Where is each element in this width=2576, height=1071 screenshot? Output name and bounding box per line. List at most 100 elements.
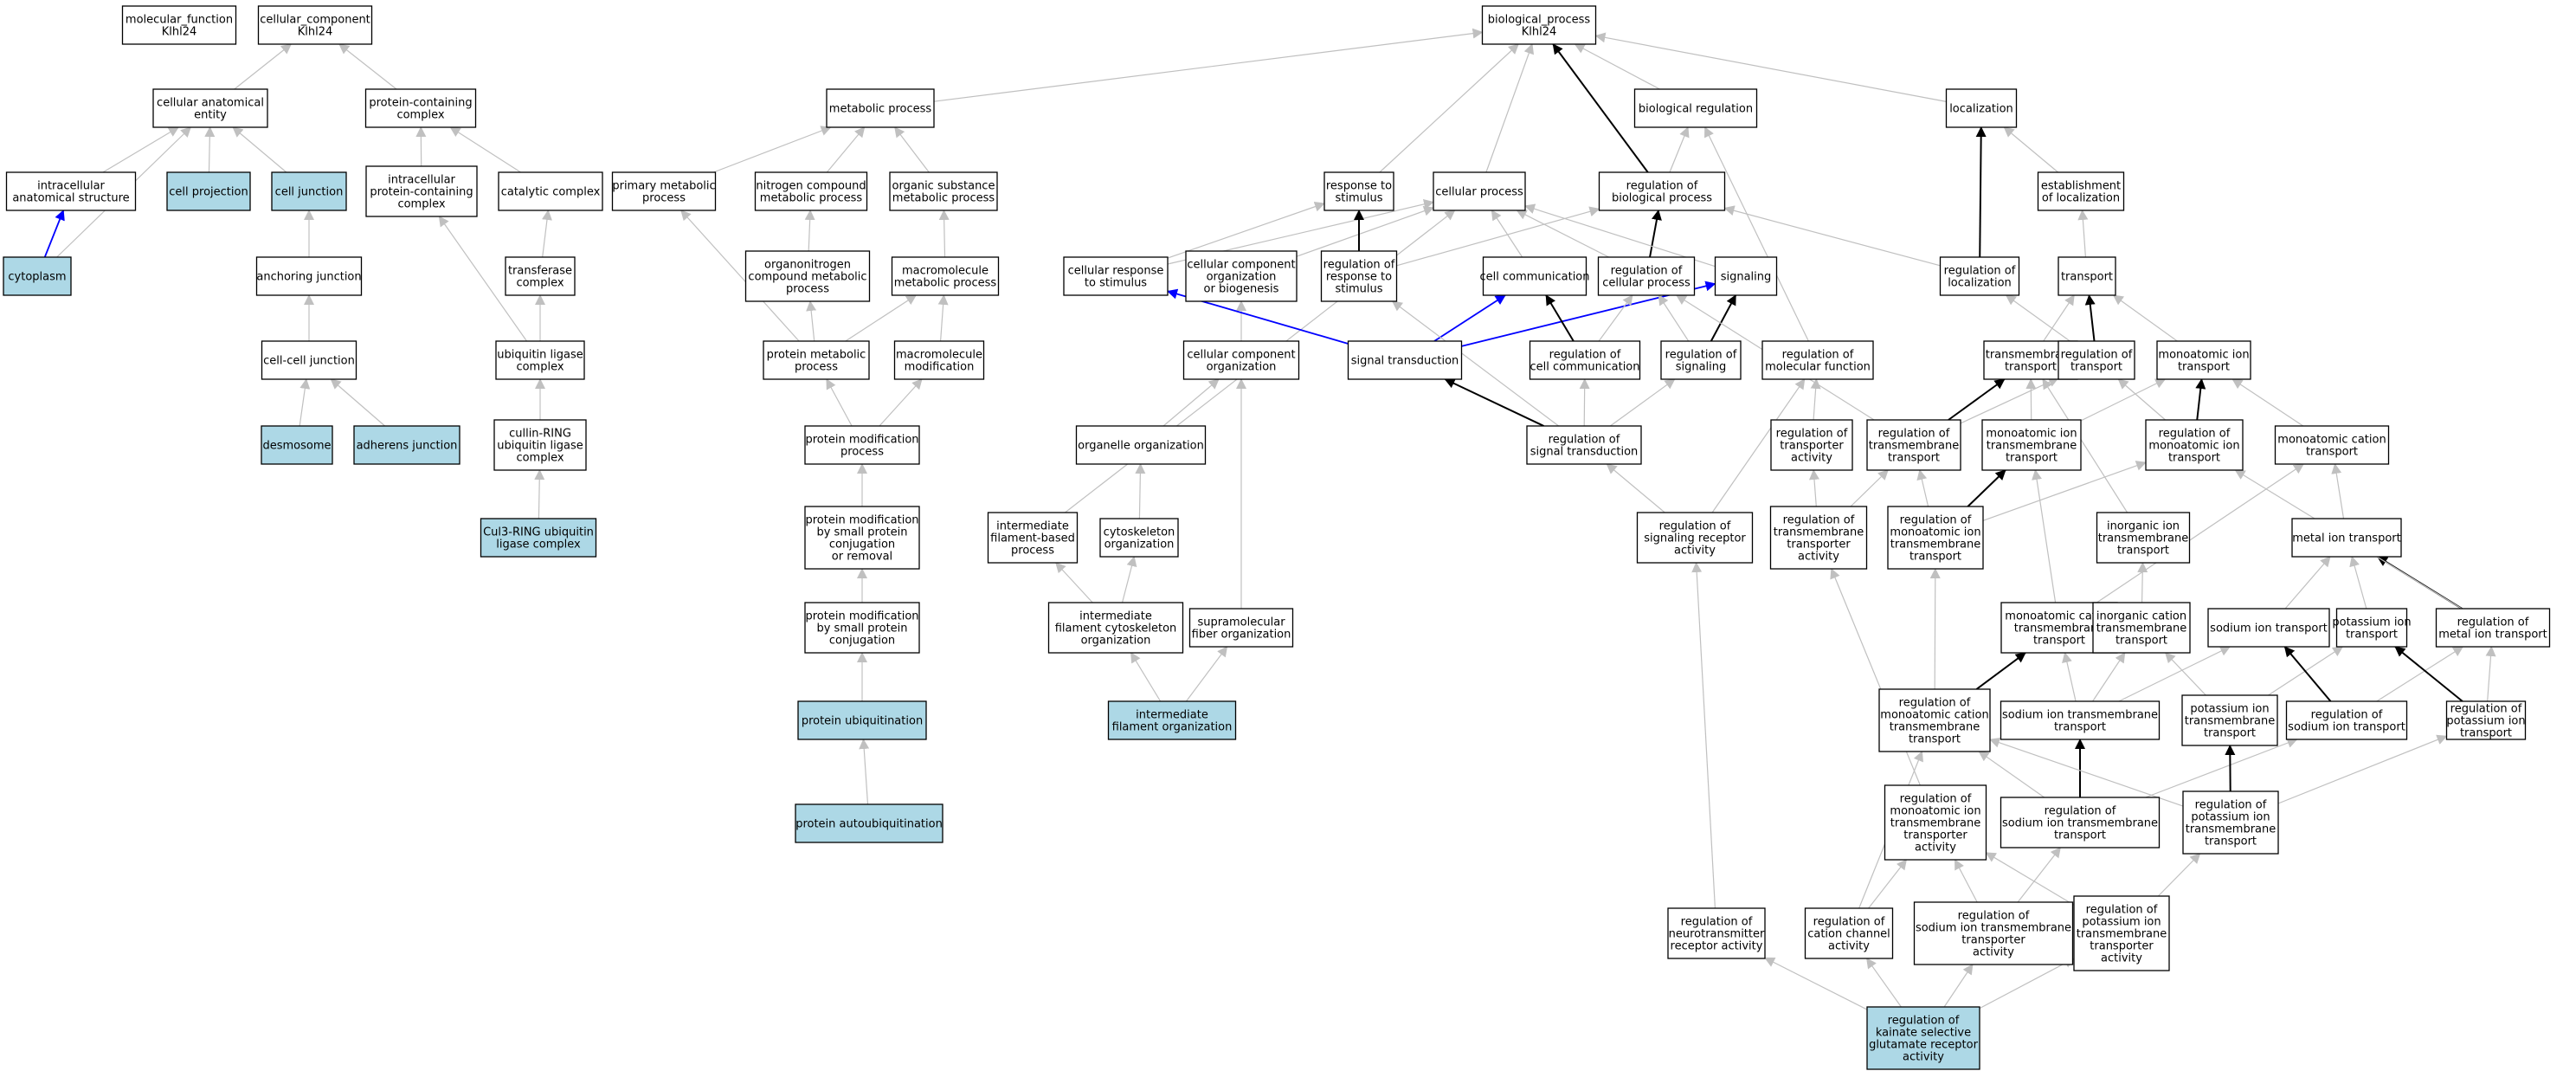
go-term-box xyxy=(2207,608,2330,648)
go-term-node-ccj[interactable]: cell-cell junction xyxy=(261,340,357,380)
go-term-node-loc[interactable]: localization xyxy=(1945,88,2018,128)
go-term-node-ccom[interactable]: cell communication xyxy=(1479,256,1590,296)
go-term-node-rtmta[interactable]: regulation oftransmembranetransporteract… xyxy=(1769,506,1868,570)
go-term-node-cyto[interactable]: cytoplasm xyxy=(3,256,72,296)
go-term-node-catc[interactable]: catalytic complex xyxy=(498,171,603,211)
go-term-label: transmembrane xyxy=(1987,440,2077,453)
go-term-node-desm[interactable]: desmosome xyxy=(261,425,333,465)
go-term-node-pu[interactable]: protein ubiquitination xyxy=(797,700,927,740)
go-term-node-cproj[interactable]: cell projection xyxy=(166,171,251,211)
go-term-node-cj[interactable]: cell junction xyxy=(271,171,347,211)
go-term-label: cell communication xyxy=(1530,361,1639,374)
go-term-node-trans[interactable]: transport xyxy=(2058,256,2116,296)
go-term-label: transmembrane xyxy=(1890,539,1981,552)
go-term-node-sig[interactable]: signaling xyxy=(1714,256,1778,296)
edge-catc-to-pcc xyxy=(449,126,521,173)
go-term-node-pau[interactable]: protein autoubiquitination xyxy=(795,803,943,843)
go-term-node-metp[interactable]: metabolic process xyxy=(826,88,935,128)
go-term-label: regulation of xyxy=(1958,910,2030,923)
go-term-label: cation channel xyxy=(1807,928,1890,941)
go-term-label: transport xyxy=(2178,361,2230,374)
go-term-node-aj[interactable]: anchoring junction xyxy=(255,256,363,296)
go-term-node-mett[interactable]: metal ion transport xyxy=(2291,518,2402,558)
go-term-label: regulation of xyxy=(2450,703,2522,716)
go-term-box xyxy=(2037,171,2125,211)
edge-rtr-to-rloc xyxy=(2005,294,2070,342)
go-term-node-breg[interactable]: biological regulation xyxy=(1633,88,1758,128)
go-term-node-st[interactable]: signal transduction xyxy=(1347,340,1463,380)
go-term-label: regulation of xyxy=(1783,514,1855,527)
go-term-node-cp[interactable]: cellular process xyxy=(1433,171,1526,211)
go-term-box xyxy=(2000,797,2161,848)
go-term-node-oo[interactable]: organelle organization xyxy=(1075,425,1207,465)
go-term-node-sit[interactable]: sodium ion transport xyxy=(2207,608,2330,648)
go-term-node-adh[interactable]: adherens junction xyxy=(353,425,460,465)
